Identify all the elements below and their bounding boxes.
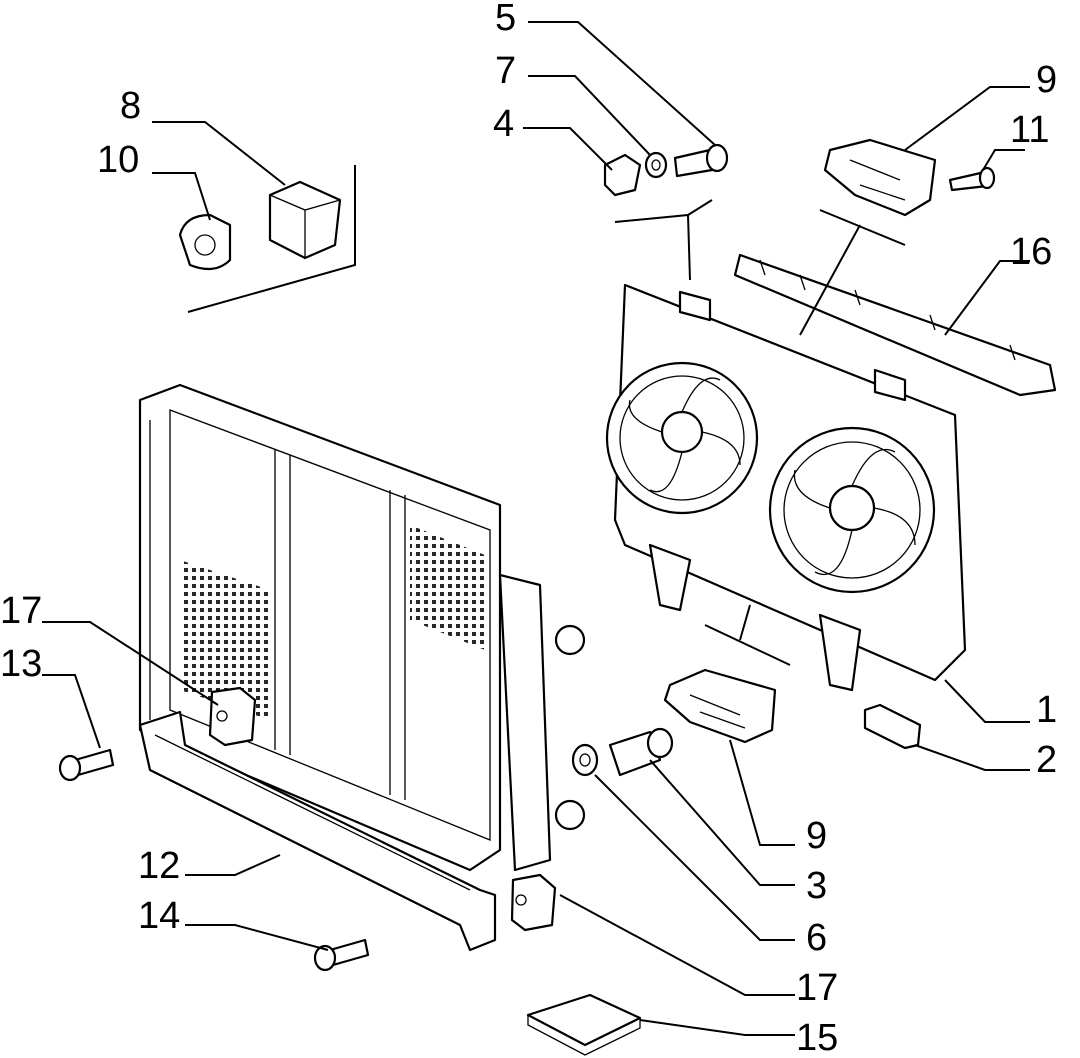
fan-shroud-assembly xyxy=(605,283,967,692)
rubber-mount-right xyxy=(510,873,557,932)
washer-upper xyxy=(644,151,668,179)
screw-upper xyxy=(673,143,729,178)
fan-bracket xyxy=(733,253,1057,397)
grouping-lines xyxy=(187,165,906,666)
callout-12: 12 xyxy=(138,845,180,887)
callout-15: 15 xyxy=(796,1017,838,1058)
callout-17-upper: 17 xyxy=(0,590,42,632)
relay xyxy=(268,180,342,260)
callout-4: 4 xyxy=(493,103,514,145)
callout-10: 10 xyxy=(97,139,139,181)
resistor-upper xyxy=(823,138,937,217)
bolt-13 xyxy=(58,748,115,782)
callout-9-lower: 9 xyxy=(806,815,827,857)
screw-11 xyxy=(948,166,996,192)
callout-3: 3 xyxy=(806,865,827,907)
callout-11: 11 xyxy=(1010,109,1049,151)
callout-8: 8 xyxy=(120,85,141,127)
filter-pad xyxy=(526,993,642,1056)
callout-6: 6 xyxy=(806,917,827,959)
callout-5: 5 xyxy=(495,0,516,39)
callout-1: 1 xyxy=(1036,689,1057,731)
relay-holder xyxy=(178,213,232,271)
rubber-mount-left xyxy=(208,686,257,747)
leader-lines xyxy=(42,21,1030,1036)
callout-labels: 5 7 4 8 10 9 11 16 1 2 9 3 6 17 15 17 13… xyxy=(0,0,1057,1058)
support-bar xyxy=(138,710,497,952)
resistor-lower xyxy=(663,668,777,744)
callout-17-lower: 17 xyxy=(796,967,838,1009)
bolt-14 xyxy=(313,938,370,972)
callout-2: 2 xyxy=(1036,739,1057,781)
callout-13: 13 xyxy=(0,643,42,685)
washer-lower xyxy=(571,743,599,777)
callout-9-upper: 9 xyxy=(1036,59,1057,101)
callout-14: 14 xyxy=(138,895,180,937)
radiator xyxy=(138,383,586,872)
seal-pad xyxy=(863,703,922,750)
callout-16: 16 xyxy=(1010,231,1052,273)
callout-7: 7 xyxy=(495,50,516,92)
thermal-switch xyxy=(608,727,674,777)
clip-nut xyxy=(603,153,642,197)
